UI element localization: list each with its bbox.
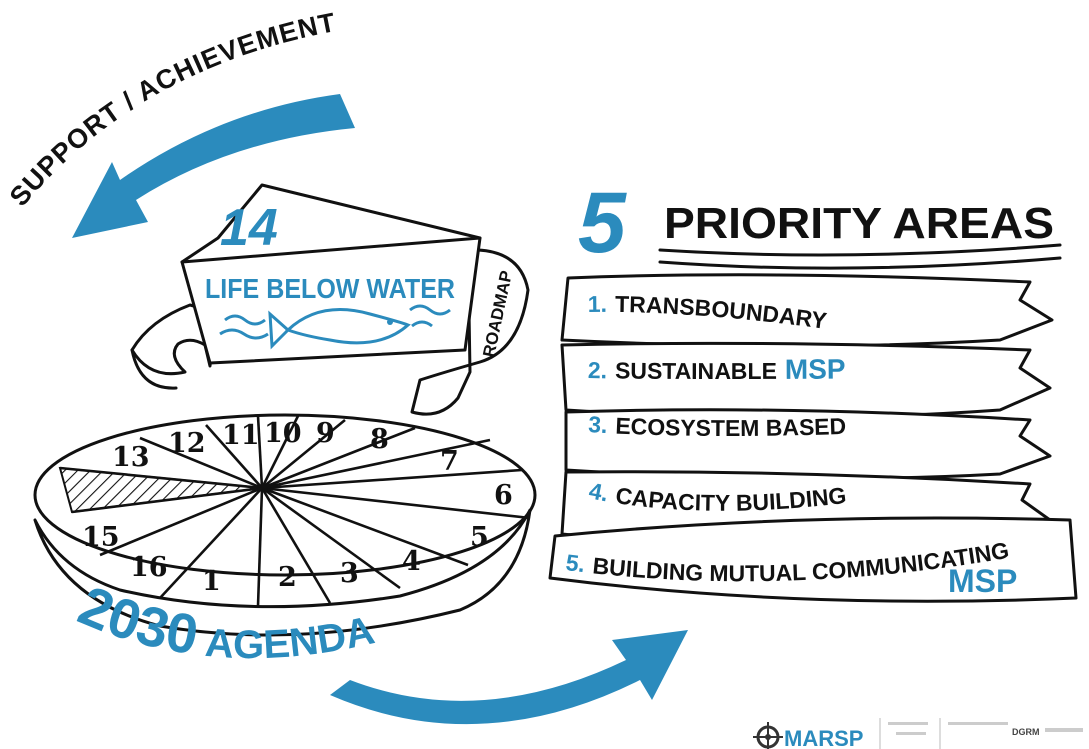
agenda-spoke (260, 415, 300, 489)
agenda-spokes (59, 415, 531, 607)
agenda-segment-3: 3 (340, 558, 359, 589)
agenda-segment-4: 4 (402, 546, 421, 577)
agenda-spoke (261, 486, 531, 520)
agenda-segment-8: 8 (370, 424, 389, 455)
agenda-spoke (205, 424, 263, 489)
roadmap-scroll: ROADMAP (130, 248, 530, 416)
priority-band-5 (548, 516, 1078, 603)
agenda-segment-2: 2 (278, 562, 297, 593)
agenda-segment-12: 12 (168, 428, 206, 459)
support-arrow (72, 94, 355, 238)
sdg-14-box: 14 LIFE BELOW WATER (180, 183, 482, 365)
agenda-segment-13: 13 (112, 442, 150, 473)
fish-icon (219, 304, 451, 350)
agenda-segment-11: 11 (222, 420, 260, 451)
partner-logo: DGRM (1012, 727, 1040, 737)
agenda-segment-9: 9 (316, 418, 335, 449)
agenda-spoke (59, 466, 263, 490)
agenda-spoke (261, 438, 491, 490)
agenda-spoke (256, 487, 264, 607)
agenda-spoke (256, 415, 264, 489)
priority-item-3: 3.ECOSYSTEM BASED (588, 411, 847, 441)
ship-wheel-icon (753, 722, 783, 749)
agenda-segment-16: 16 (130, 552, 168, 583)
agenda-spoke (261, 468, 523, 490)
priority-heading: 5 PRIORITY AREAS (578, 175, 1062, 271)
marsp-logo: MARSP (784, 726, 863, 749)
priority-arrow (330, 630, 688, 725)
sdg-number: 14 (220, 199, 278, 257)
agenda-segment-15: 15 (82, 522, 120, 553)
agenda-spoke (261, 486, 401, 590)
agenda-spoke (260, 487, 332, 604)
agenda-segment-5: 5 (470, 522, 489, 553)
agenda-spoke (261, 486, 469, 567)
sdg-title: LIFE BELOW WATER (205, 273, 455, 304)
agenda-segment-10: 10 (264, 418, 302, 449)
agenda-spoke (261, 426, 416, 490)
priority-count: 5 (578, 175, 627, 271)
agenda-spoke (99, 486, 263, 557)
agenda-spoke (261, 418, 346, 490)
agenda-spoke (139, 436, 263, 490)
priority-title: PRIORITY AREAS (664, 199, 1054, 248)
priority-item-5-suffix: MSP (948, 563, 1017, 599)
agenda-segment-1: 1 (202, 566, 221, 597)
agenda-segment-6: 6 (494, 480, 513, 511)
agenda-spoke (71, 486, 263, 514)
agenda-segment-7: 7 (440, 446, 459, 477)
agenda-spoke (159, 487, 263, 599)
footer-logos: MARSP DGRM (753, 718, 1083, 749)
